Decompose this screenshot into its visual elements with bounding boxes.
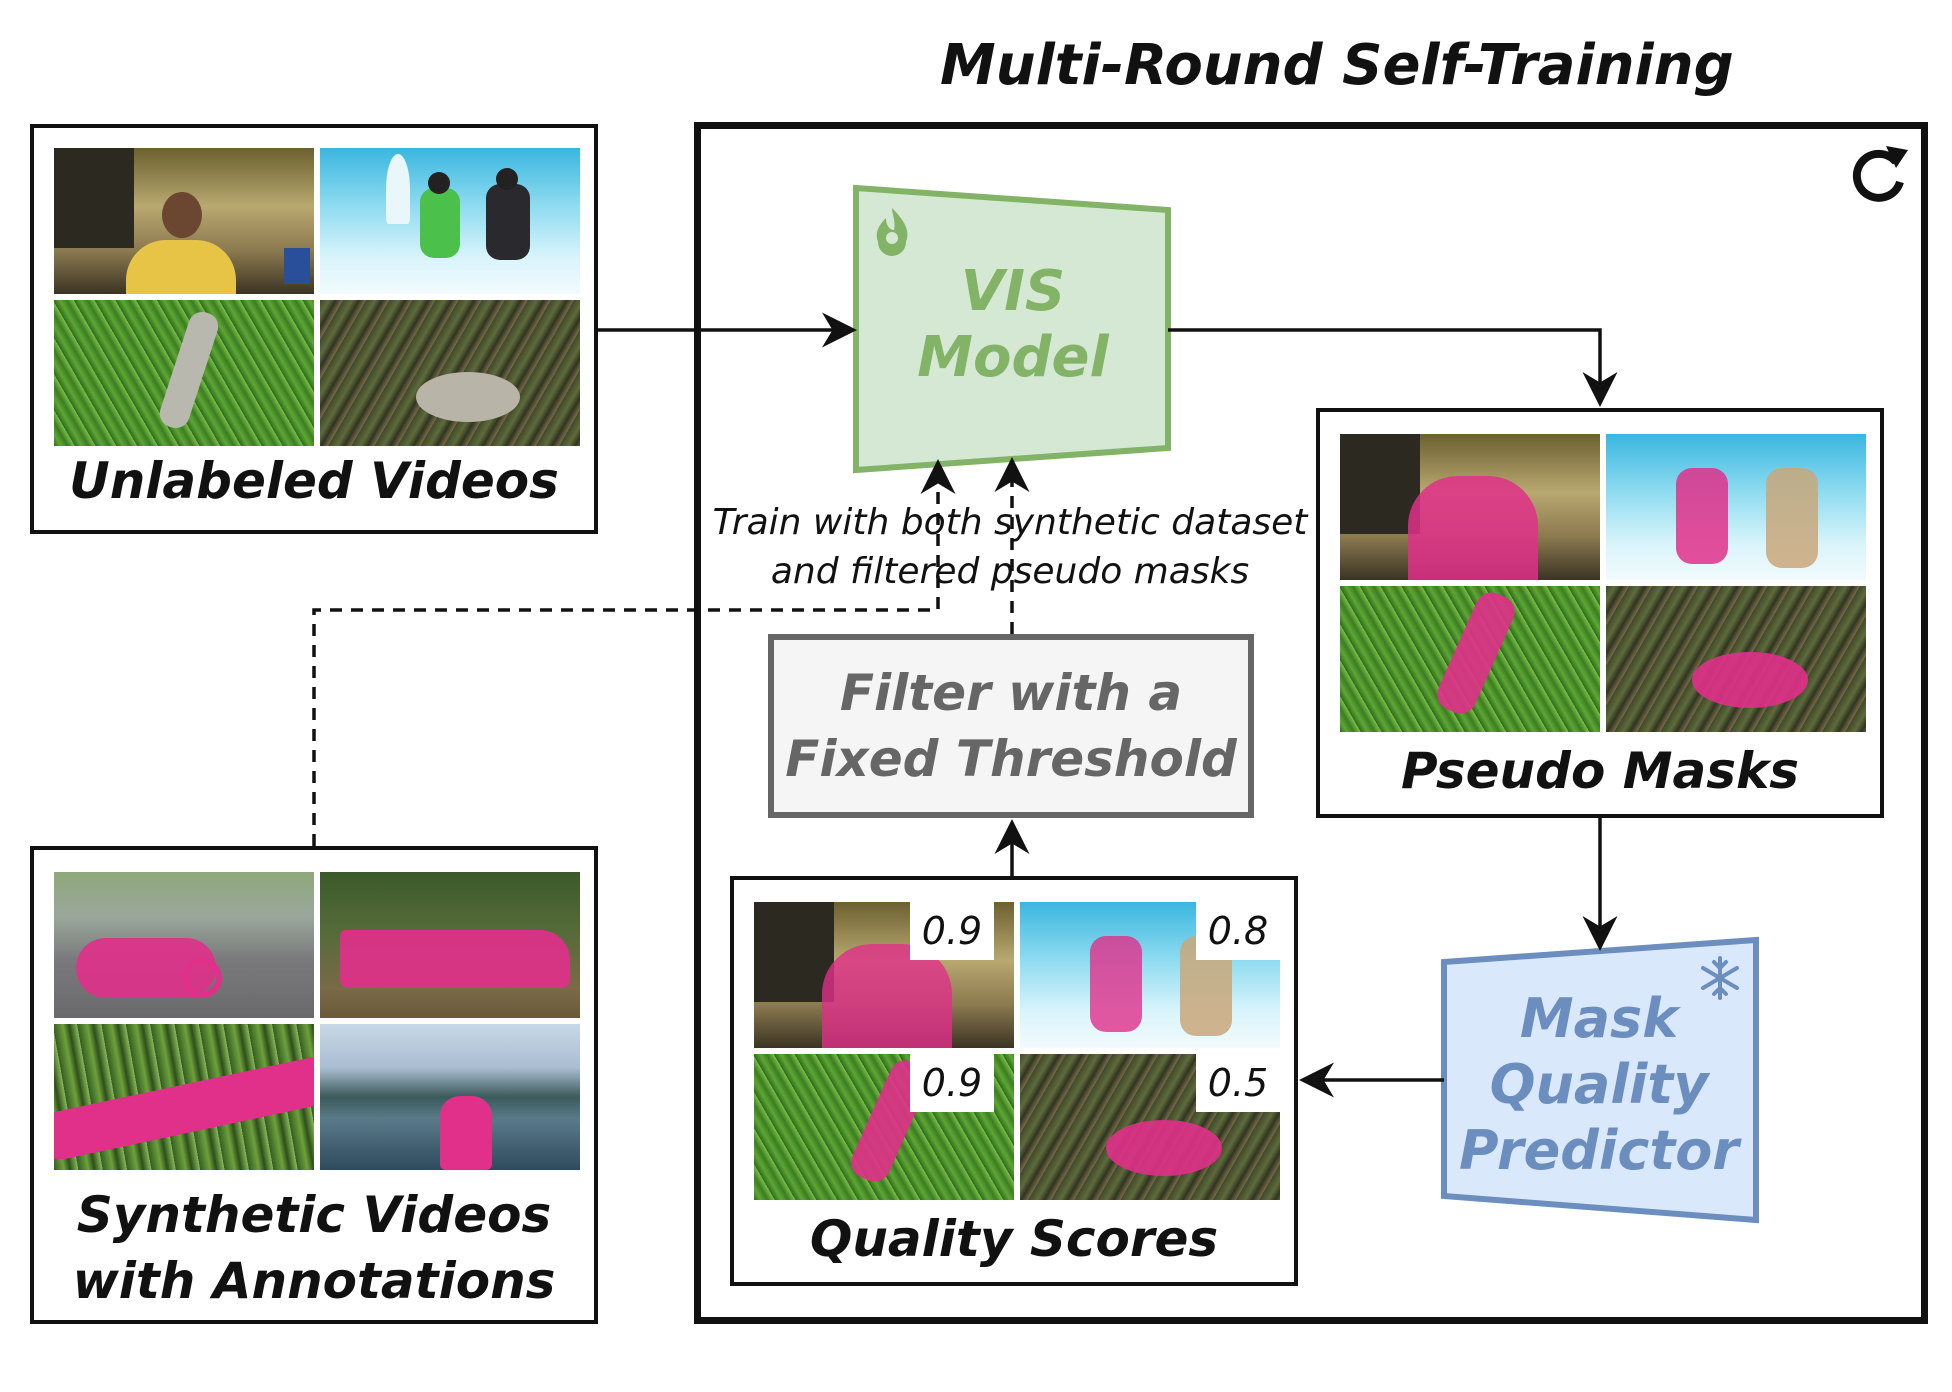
mqp-line1: Mask <box>1519 987 1679 1051</box>
unlabeled-videos-label: Unlabeled Videos <box>69 452 559 510</box>
mqp-line2: Quality <box>1489 1053 1709 1117</box>
synthetic-thumb-motorcycle <box>54 872 314 1018</box>
pseudo-thumb-person <box>1340 434 1600 580</box>
video-thumb-person <box>54 148 314 294</box>
pseudo-thumb-bird <box>1606 586 1866 732</box>
synthetic-thumb-boat <box>320 872 580 1018</box>
synthetic-videos-label-line2: with Annotations <box>72 1252 556 1310</box>
mask-quality-predictor-label: Mask Quality Predictor <box>1446 980 1752 1190</box>
vis-model-label: VIS Model <box>860 250 1166 400</box>
synthetic-thumb-lake <box>320 1024 580 1170</box>
pseudo-thumb-crocodile <box>1340 586 1600 732</box>
quality-score-1: 0.9 <box>910 902 994 960</box>
quality-thumb-person <box>754 902 1014 1048</box>
pseudo-masks-label: Pseudo Masks <box>1401 742 1799 800</box>
train-note: Train with both synthetic dataset and fi… <box>690 498 1330 598</box>
unlabeled-videos-panel: Unlabeled Videos <box>30 124 598 534</box>
quality-scores-panel: 0.9 0.8 0.9 0.5 Quality Scores <box>730 876 1298 1286</box>
mqp-line3: Predictor <box>1459 1118 1739 1182</box>
quality-score-3: 0.9 <box>910 1054 994 1112</box>
train-note-line2: and filtered pseudo masks <box>770 551 1250 592</box>
filter-threshold-box: Filter with a Fixed Threshold <box>768 634 1254 818</box>
vis-model-line2: Model <box>917 325 1109 390</box>
video-thumb-bird <box>320 300 580 446</box>
diagram-title: Multi-Round Self-Training <box>940 33 1734 98</box>
synthetic-thumb-rope <box>54 1024 314 1170</box>
pseudo-thumb-skiers <box>1606 434 1866 580</box>
quality-score-2: 0.8 <box>1196 902 1280 960</box>
train-note-line1: Train with both synthetic dataset <box>712 502 1308 544</box>
filter-line1: Filter with a <box>839 664 1183 722</box>
quality-score-4: 0.5 <box>1196 1054 1280 1112</box>
quality-scores-label: Quality Scores <box>809 1210 1219 1268</box>
filter-line2: Fixed Threshold <box>785 730 1237 788</box>
synthetic-videos-panel: Synthetic Videos with Annotations <box>30 846 598 1324</box>
video-thumb-skiers <box>320 148 580 294</box>
vis-model-line1: VIS <box>960 258 1066 324</box>
synthetic-videos-label-line1: Synthetic Videos <box>76 1186 552 1244</box>
quality-thumb-skiers <box>1020 902 1280 1048</box>
pseudo-masks-panel: Pseudo Masks <box>1316 408 1884 818</box>
video-thumb-crocodile <box>54 300 314 446</box>
